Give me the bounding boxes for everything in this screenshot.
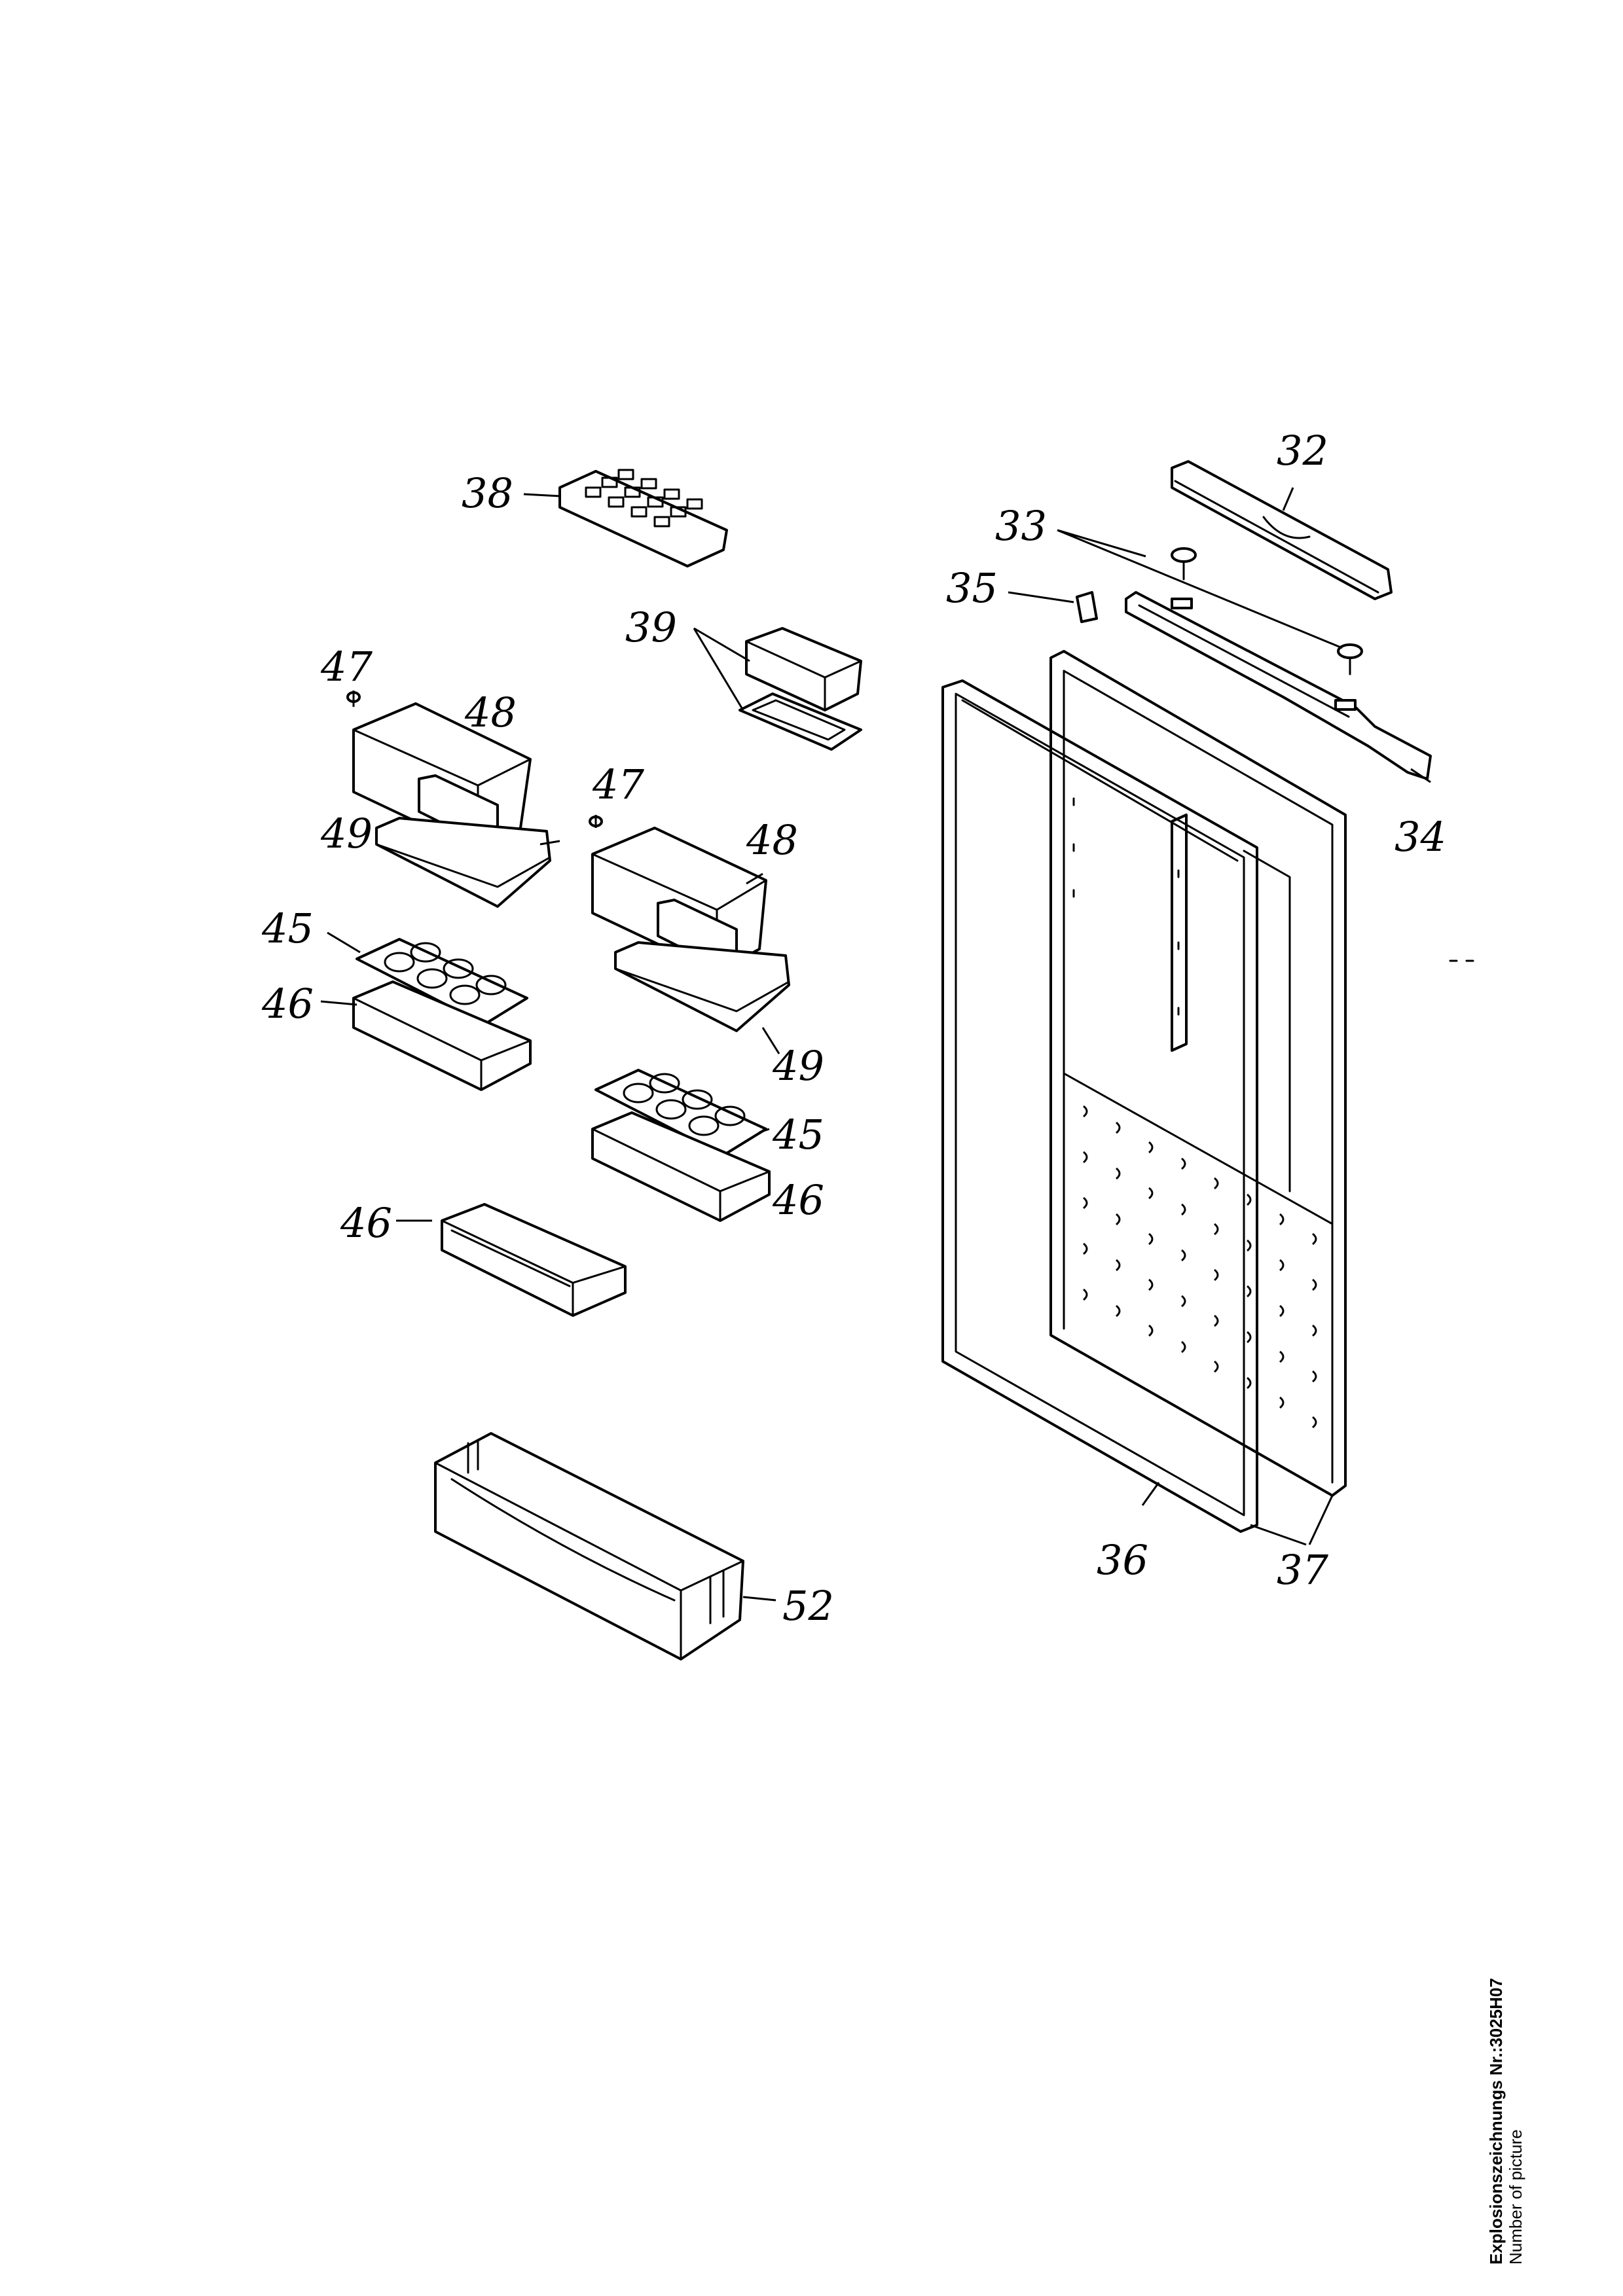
part-number-labels: 32 33 35 34 36 37 38 39 47 48 49 47 48 4… [261,427,1446,1630]
label-48-left: 48 [464,689,517,736]
part-34-hinge-bracket [1125,591,1432,780]
part-35-clip [1076,591,1098,623]
part-37-door-panel [1049,650,1347,1497]
part-39-small-box [739,627,862,751]
label-48-right: 48 [746,816,798,864]
part-36-door-gasket [941,679,1258,1533]
part-46-left-egg-holder [352,980,532,1091]
label-36: 36 [1097,1536,1148,1584]
label-32: 32 [1277,427,1328,475]
label-37: 37 [1277,1546,1328,1594]
label-38: 38 [462,469,513,517]
label-49-left: 49 [320,810,373,857]
label-35: 35 [946,564,998,612]
label-46-right: 46 [772,1176,824,1224]
part-33-screws [1171,547,1363,675]
picture-label: Number of picture [1506,2129,1525,2265]
label-34: 34 [1395,813,1446,861]
label-45-right: 45 [772,1111,824,1158]
label-47-left: 47 [320,643,373,691]
part-32-top-cover [1171,460,1393,600]
label-39: 39 [625,603,677,651]
part-49-left-shelf-base [375,817,551,908]
part-46-lower-bin [441,1203,627,1317]
label-33: 33 [995,502,1047,550]
label-46-left: 46 [261,980,314,1028]
part-52-bottle-shelf [434,1432,744,1660]
label-52: 52 [782,1582,834,1630]
leader-lines [320,487,1431,1602]
label-47-right: 47 [592,761,644,808]
part-45-right-egg-tray [594,1069,767,1157]
label-45-left: 45 [261,905,314,952]
label-46-lower: 46 [340,1199,392,1247]
door-dimple-pattern [1083,1105,1317,1429]
part-38-ice-tray [558,469,728,567]
drawing-number: Explosionszeichnungs Nr.:3025H07 [1486,1978,1506,2265]
drawing-caption: Explosionszeichnungs Nr.:3025H07 Number … [1486,1978,1525,2265]
part-49-right-shelf-base [614,941,790,1032]
part-46-right-egg-holder [591,1111,771,1222]
label-49-right: 49 [772,1042,824,1090]
